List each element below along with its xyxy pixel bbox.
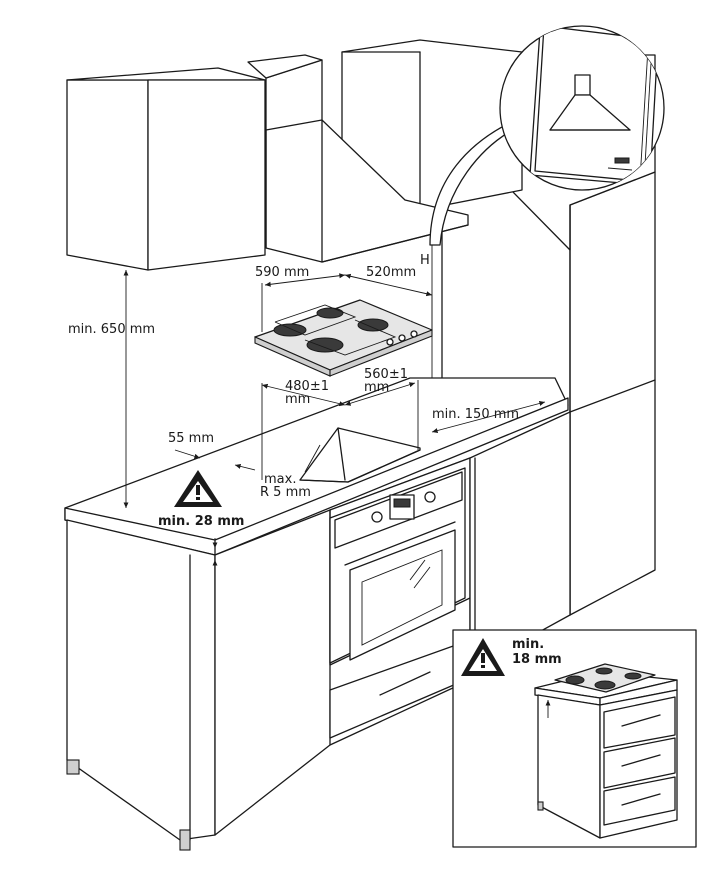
cutout-480-unit: mm — [285, 392, 311, 407]
worktop-28-label: min. 28 mm — [158, 514, 245, 529]
min-650-label: min. 650 mm — [68, 322, 156, 337]
hood-height-label: H — [420, 253, 430, 268]
width-590-label: 590 mm — [255, 265, 310, 280]
gas-hob — [254, 299, 433, 377]
dimension-lines — [123, 270, 546, 585]
inset-18-label: 18 mm — [512, 652, 562, 667]
inset-min-label: min. — [512, 637, 545, 652]
wall-cabinet — [66, 67, 266, 271]
min-150-label: min. 150 mm — [432, 407, 520, 422]
depth-520-label: 520mm — [366, 265, 417, 280]
base-cabinet-left — [66, 519, 216, 851]
cutout-480-label: 480±1 — [285, 379, 329, 394]
upper-cabinet-back — [341, 39, 523, 211]
edge-55-label: 55 mm — [168, 431, 215, 446]
hob-cutout — [299, 427, 421, 483]
warning-triangle-icon — [461, 638, 505, 676]
radius-max-label: max. — [264, 472, 297, 487]
inset-panel — [452, 629, 697, 848]
cooker-hood — [247, 54, 469, 263]
oven-cabinet — [214, 457, 471, 836]
cutout-560-unit: mm — [364, 380, 390, 395]
cutout-560-label: 560±1 — [364, 367, 408, 382]
manual-callout — [499, 25, 665, 191]
radius-r5-label: R 5 mm — [260, 485, 311, 500]
warning-triangle-icon — [174, 470, 222, 507]
